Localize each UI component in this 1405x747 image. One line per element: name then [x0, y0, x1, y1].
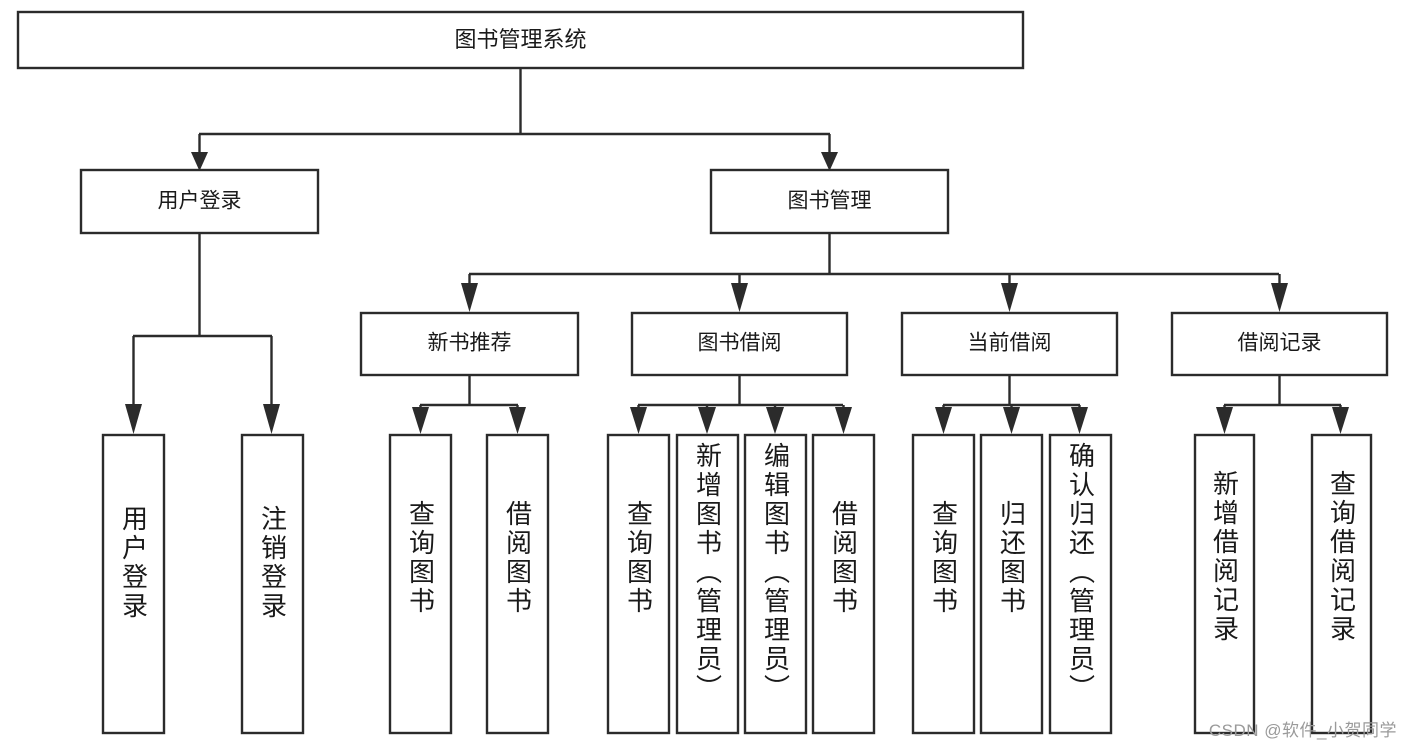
- node-current-borrow-label: 当前借阅: [968, 332, 1052, 355]
- arrowhead-borrow-record: [1271, 283, 1288, 312]
- leaf-box-br-query-record[interactable]: [1310, 433, 1373, 735]
- node-borrow-record-box[interactable]: [1170, 311, 1389, 377]
- arrowhead-nb-borrow-book: [509, 407, 526, 434]
- leaf-box-nb-borrow-book[interactable]: [485, 433, 550, 735]
- node-user-login-box[interactable]: [79, 168, 320, 235]
- arrowhead-user-login: [191, 152, 208, 171]
- node-user-login-label: 用户登录: [158, 190, 242, 213]
- leaf-box-br-add-record[interactable]: [1193, 433, 1256, 735]
- node-root-label: 图书管理系统: [454, 27, 586, 52]
- leaf-box-bb-add-book[interactable]: [675, 433, 740, 735]
- arrowhead-current-borrow: [1001, 283, 1018, 312]
- arrowhead-new-book: [461, 283, 478, 312]
- watermark-text: CSDN @软件_小贺同学: [1208, 721, 1397, 740]
- arrowhead-cb-query-book: [935, 407, 952, 434]
- leaf-box-bb-borrow-book[interactable]: [811, 433, 876, 735]
- leaf-box-nb-query-book[interactable]: [388, 433, 453, 735]
- arrowhead-bb-query-book: [630, 407, 647, 434]
- leaf-box-bb-query-book[interactable]: [606, 433, 671, 735]
- arrowhead-leaf-logout: [263, 404, 280, 434]
- arrowhead-nb-query-book: [412, 407, 429, 434]
- leaf-box-logout[interactable]: [240, 433, 305, 735]
- leaf-box-user-login[interactable]: [101, 433, 166, 735]
- node-root-box[interactable]: [16, 10, 1025, 70]
- node-book-management-box[interactable]: [709, 168, 950, 235]
- edges-layer: [125, 68, 1349, 434]
- arrowhead-cb-confirm-return: [1071, 407, 1088, 434]
- leaf-box-bb-edit-book[interactable]: [743, 433, 808, 735]
- arrowhead-book-mgmt: [821, 152, 838, 171]
- arrowhead-cb-return-book: [1003, 407, 1020, 434]
- node-book-borrow-box[interactable]: [630, 311, 849, 377]
- arrowhead-leaf-user-login: [125, 404, 142, 434]
- node-new-book-recommend-box[interactable]: [359, 311, 580, 377]
- node-current-borrow-box[interactable]: [900, 311, 1119, 377]
- node-book-borrow-label: 图书借阅: [698, 332, 782, 355]
- leaf-box-cb-return-book[interactable]: [979, 433, 1044, 735]
- nodes-layer: 图书管理系统 用户登录 图书管理 新书推荐 图书借阅 当前借阅 借阅记录: [16, 10, 1389, 735]
- node-borrow-record-label: 借阅记录: [1238, 332, 1322, 355]
- node-book-management-label: 图书管理: [788, 190, 872, 213]
- arrowhead-br-query-record: [1332, 407, 1349, 434]
- arrowhead-bb-edit-book: [766, 407, 784, 434]
- arrowhead-bb-add-book: [698, 407, 716, 434]
- arrowhead-book-borrow: [731, 283, 748, 312]
- arrowhead-bb-borrow-book: [835, 407, 852, 434]
- leaf-box-cb-query-book[interactable]: [911, 433, 976, 735]
- leaf-box-cb-confirm-return[interactable]: [1048, 433, 1113, 735]
- arrowhead-br-add-record: [1216, 407, 1233, 434]
- node-new-book-recommend-label: 新书推荐: [428, 332, 512, 355]
